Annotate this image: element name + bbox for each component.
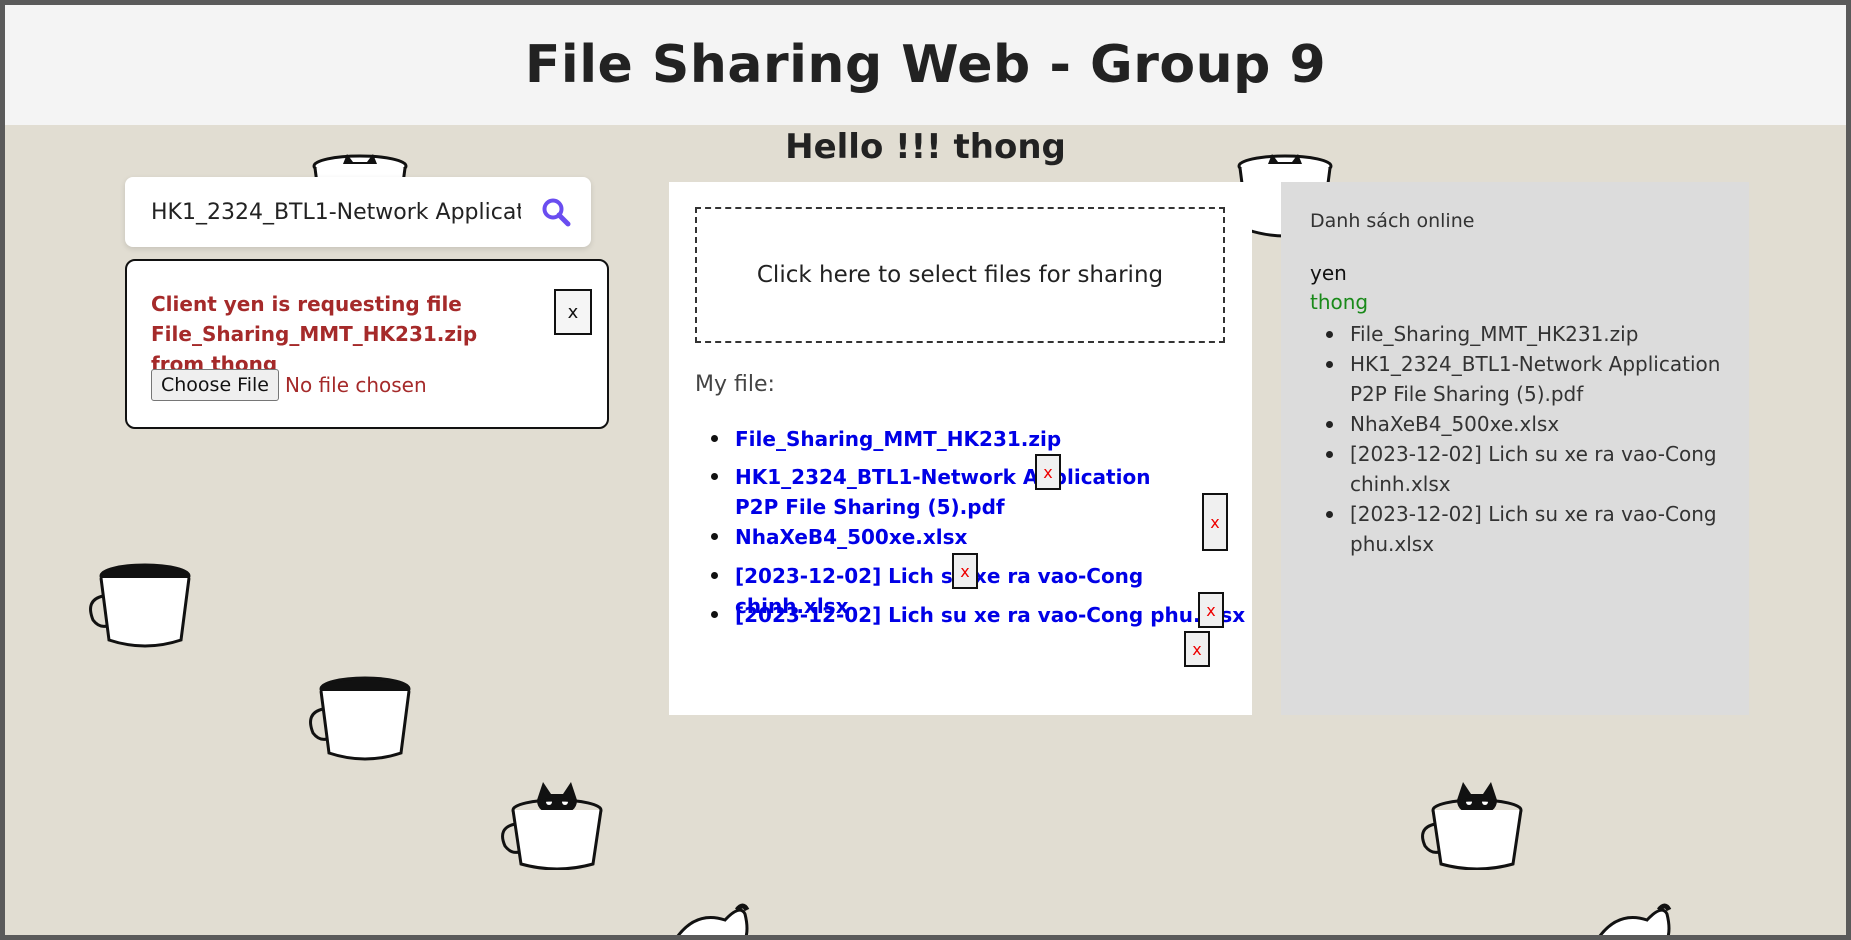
list-item[interactable]: [2023-12-02] Lich su xe ra vao-Cong chin… bbox=[1326, 439, 1730, 499]
cat-tail-icon bbox=[676, 903, 750, 935]
delete-file-button[interactable]: x bbox=[1035, 454, 1061, 490]
choose-file-button[interactable]: Choose File bbox=[151, 369, 279, 401]
list-item: [2023-12-02] Lich su xe ra vao-Cong phu.… bbox=[711, 600, 1246, 630]
close-request-button[interactable]: x bbox=[554, 289, 592, 335]
file-dropzone[interactable]: Click here to select files for sharing bbox=[695, 207, 1225, 343]
list-item[interactable]: File_Sharing_MMT_HK231.zip bbox=[1326, 319, 1730, 349]
cat-cup-icon bbox=[309, 676, 411, 761]
list-item[interactable]: [2023-12-02] Lich su xe ra vao-Cong phu.… bbox=[1326, 499, 1730, 559]
bullet-icon bbox=[1326, 361, 1333, 368]
bullet-icon bbox=[711, 473, 718, 480]
list-item[interactable]: HK1_2324_BTL1-Network Application P2P Fi… bbox=[1326, 349, 1730, 409]
bullet-icon bbox=[711, 572, 718, 579]
coffee-cup-icon bbox=[89, 563, 191, 648]
delete-file-button[interactable]: x bbox=[1202, 493, 1228, 551]
delete-file-button[interactable]: x bbox=[1198, 592, 1224, 628]
bullet-icon bbox=[1326, 451, 1333, 458]
list-item[interactable]: NhaXeB4_500xe.xlsx bbox=[1326, 409, 1730, 439]
page-header: File Sharing Web - Group 9 bbox=[5, 5, 1846, 125]
cat-tail-icon bbox=[1598, 903, 1672, 935]
search-box bbox=[125, 177, 591, 247]
bullet-icon bbox=[1326, 421, 1333, 428]
cat-cup-icon bbox=[1421, 782, 1523, 870]
app-viewport: File Sharing Web - Group 9 Hello !!! tho… bbox=[5, 5, 1846, 935]
list-item: NhaXeB4_500xe.xlsx bbox=[711, 522, 968, 552]
file-link[interactable]: HK1_2324_BTL1-Network Application P2P Fi… bbox=[735, 465, 1151, 519]
bullet-icon bbox=[711, 533, 718, 540]
bullet-icon bbox=[711, 435, 718, 442]
online-user[interactable]: yen bbox=[1310, 261, 1347, 285]
bullet-icon bbox=[1326, 511, 1333, 518]
page-title: File Sharing Web - Group 9 bbox=[524, 35, 1327, 95]
file-link[interactable]: [2023-12-02] Lich su xe ra vao-Cong phu.… bbox=[735, 603, 1246, 627]
search-icon[interactable] bbox=[541, 197, 571, 227]
bullet-icon bbox=[1326, 331, 1333, 338]
file-link[interactable]: [2023-12-02] Lich su xe ra vao-Cong chin… bbox=[735, 564, 1144, 618]
file-link[interactable]: NhaXeB4_500xe.xlsx bbox=[735, 525, 968, 549]
request-message: Client yen is requesting file File_Shari… bbox=[151, 292, 478, 376]
online-list-title: Danh sách online bbox=[1310, 210, 1475, 232]
online-list-panel: Danh sách online yen thong File_Sharing_… bbox=[1281, 182, 1749, 715]
greeting: Hello !!! thong bbox=[785, 127, 1066, 167]
delete-file-button[interactable]: x bbox=[1184, 631, 1210, 667]
file-request-box: Client yen is requesting file File_Shari… bbox=[125, 259, 609, 429]
no-file-label: No file chosen bbox=[284, 373, 427, 397]
search-input[interactable] bbox=[149, 198, 523, 226]
online-user-active[interactable]: thong bbox=[1310, 290, 1369, 314]
list-item: File_Sharing_MMT_HK231.zip bbox=[711, 424, 1062, 454]
file-input-row: Choose File No file chosen bbox=[151, 369, 427, 401]
file-link[interactable]: File_Sharing_MMT_HK231.zip bbox=[735, 427, 1062, 451]
delete-file-button[interactable]: x bbox=[952, 553, 978, 589]
list-item: HK1_2324_BTL1-Network Application P2P Fi… bbox=[711, 462, 1165, 522]
user-file-list: File_Sharing_MMT_HK231.zip HK1_2324_BTL1… bbox=[1326, 319, 1730, 559]
cat-cup-icon bbox=[501, 782, 603, 870]
my-files-panel: Click here to select files for sharing M… bbox=[669, 182, 1252, 715]
my-file-label: My file: bbox=[695, 372, 775, 397]
bullet-icon bbox=[711, 611, 718, 618]
list-item: [2023-12-02] Lich su xe ra vao-Cong chin… bbox=[711, 561, 1252, 621]
